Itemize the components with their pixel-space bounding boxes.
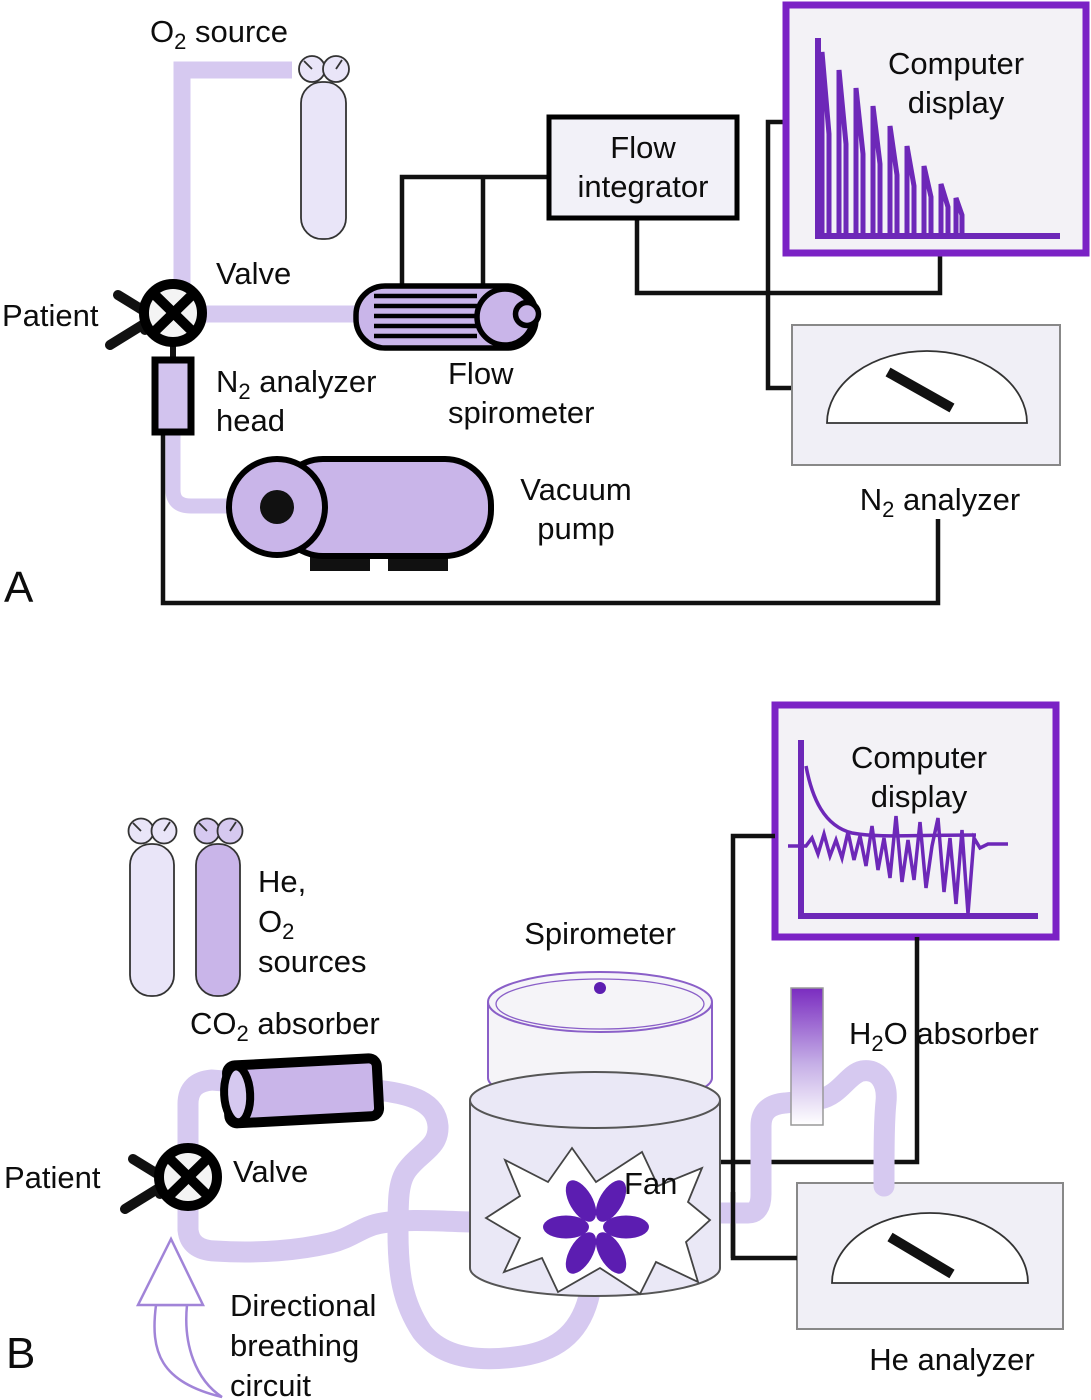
analyzer-to-head-wire (160, 432, 941, 606)
flow-spirometer-device (353, 283, 542, 351)
integrator-to-display-wire (634, 218, 943, 296)
display-to-analyzer-wire (765, 119, 794, 391)
label-n2-analyzer: N2 analyzer (859, 482, 1021, 522)
label-he-analyzer: He analyzer (869, 1342, 1035, 1377)
patient-valve-a (105, 279, 207, 350)
n2-analyzer-head-device (151, 356, 195, 436)
he-analyzer-box (796, 1182, 1064, 1330)
absorber-to-spirometer-loop-tube (365, 1079, 601, 1370)
flow-integrator-box (546, 114, 740, 221)
n2-gauge-needle (885, 367, 955, 413)
label-flow-spirometer: Flow spirometer (448, 356, 595, 430)
he-gauge-dial (831, 1212, 1029, 1284)
patient-valve-b (120, 1143, 222, 1214)
label-computer-display-b: Computer display (850, 740, 988, 814)
head-to-pump-tube (165, 430, 245, 514)
display-b-axes (798, 740, 1038, 919)
o2-supply-tube (173, 61, 292, 305)
computer-display-a-box (782, 1, 1090, 257)
display-b-to-spirometer-wire (717, 937, 920, 1165)
directional-flow-arrow-icon (135, 1236, 223, 1399)
h2o-absorber-column (790, 987, 824, 1126)
label-valve-b: Valve (233, 1154, 309, 1189)
valve-to-absorber-tube (177, 1069, 247, 1154)
label-vacuum-pump: Vacuum pump (520, 472, 632, 546)
panel-letter-a: A (4, 563, 34, 612)
label-he-o2-sources: He, O2 sources (258, 864, 367, 979)
label-co2-absorber: CO2 absorber (190, 1006, 380, 1046)
spirometer-grid-lines (374, 293, 477, 339)
label-patient-a: Patient (2, 298, 99, 333)
helium-equilibration-curve (804, 765, 977, 838)
co2-absorber-device (220, 1053, 385, 1129)
valve-to-spirometer-tube-b (177, 1200, 491, 1263)
label-patient-b: Patient (4, 1160, 101, 1195)
fan-pinwheel-icon (543, 1180, 649, 1274)
n2-analyzer-box (791, 324, 1061, 466)
label-computer-display-a: Computer display (887, 46, 1025, 120)
label-spirometer: Spirometer (524, 916, 676, 951)
label-flow-integrator: Flow integrator (577, 130, 709, 204)
spirometer-to-integrator-wires (399, 174, 549, 290)
nitrogen-washout-trace (819, 51, 965, 235)
fan-starburst (484, 1146, 712, 1296)
he-gauge-needle (887, 1232, 955, 1279)
n2-gauge-dial (826, 350, 1028, 424)
label-valve-a: Valve (216, 256, 292, 291)
label-fan: Fan (624, 1166, 678, 1201)
bell-knob-icon (594, 982, 606, 994)
display-b-to-he-analyzer-wire (730, 833, 797, 1261)
display-a-axes (815, 38, 1060, 239)
label-n2-analyzer-head: N2 analyzer head (216, 364, 377, 438)
spirometer-to-he-analyzer-tube (705, 1060, 897, 1224)
o2-cylinder (298, 55, 350, 240)
breathing-trace (788, 815, 1008, 915)
label-o2-source: O2 source (150, 14, 289, 54)
vacuum-pump-device (226, 456, 494, 571)
panel-letter-b: B (6, 1329, 36, 1378)
label-h2o-absorber: H2O absorber (849, 1016, 1039, 1056)
he-o2-cylinders (127, 817, 244, 997)
label-directional-breathing-circuit: Directional breathing circuit (230, 1288, 377, 1400)
